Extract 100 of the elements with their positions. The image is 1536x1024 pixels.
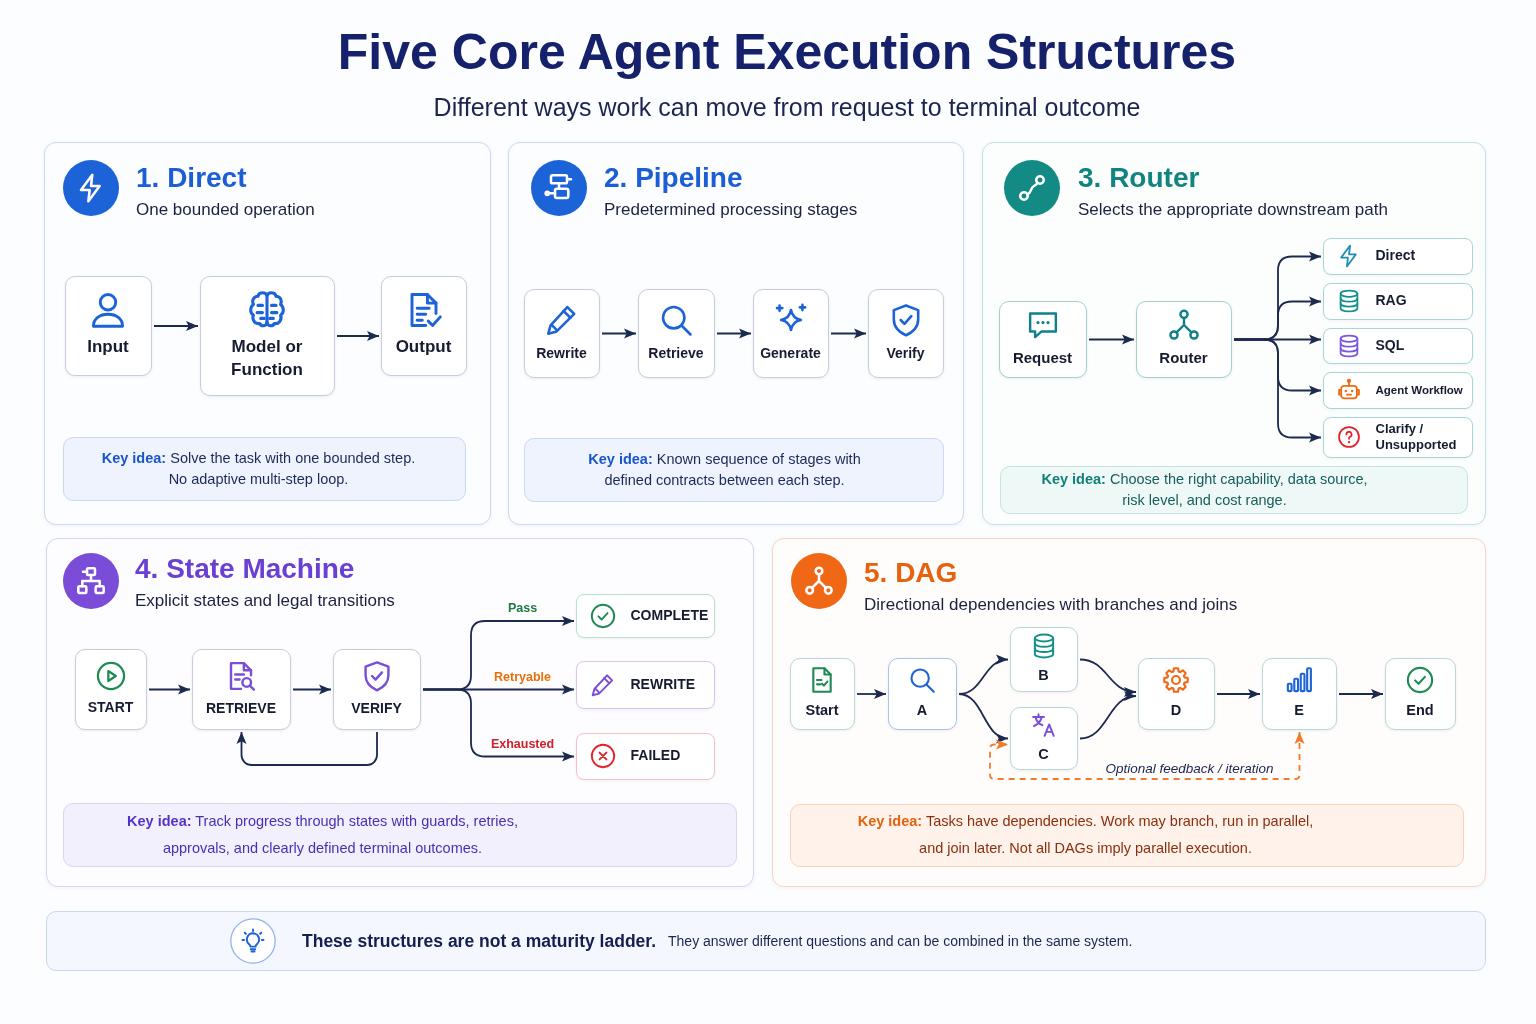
- state-box: [74, 648, 147, 730]
- arrow: [830, 328, 867, 339]
- task-box: [1384, 657, 1456, 730]
- arrow: [1338, 688, 1384, 700]
- process-box: [64, 275, 152, 376]
- panel-title: 5. DAG: [864, 557, 958, 589]
- node-label: Model or Function: [230, 336, 304, 381]
- task-box: [1009, 706, 1078, 770]
- node-label: Generate: [760, 343, 821, 363]
- node-label: Direct: [1375, 247, 1416, 265]
- panel-card: [508, 142, 964, 525]
- node-label: D: [1170, 701, 1182, 720]
- node-label: FAILED: [630, 747, 681, 765]
- node-label: Request: [1012, 348, 1073, 368]
- node-label: Start: [805, 701, 839, 720]
- panel-title: 1. Direct: [136, 162, 247, 194]
- key-idea-box: [523, 437, 944, 502]
- arrow: [336, 330, 380, 342]
- dashed-arrow: [989, 731, 1305, 780]
- arrow: [716, 328, 752, 339]
- arrow: [1216, 688, 1261, 700]
- node-label: COMPLETE: [630, 606, 709, 625]
- page-title: Five Core Agent Execution Structures: [337, 23, 1237, 82]
- node-label: Agent Workflow: [1375, 382, 1463, 398]
- state-box: [575, 593, 715, 638]
- node-label: Clarify / Unsupported: [1375, 420, 1458, 454]
- note-banner: [46, 911, 1486, 971]
- process-box: [380, 275, 467, 376]
- panel-card: [772, 538, 1486, 887]
- node-label: REWRITE: [630, 675, 696, 694]
- process-box: [752, 288, 829, 378]
- process-box: [199, 275, 335, 396]
- task-box: [1261, 657, 1337, 730]
- route-option-box: [1322, 371, 1473, 409]
- node-label: Input: [87, 336, 129, 359]
- node-label: Router: [1159, 348, 1208, 368]
- key-idea-box: [62, 802, 737, 867]
- task-box: [887, 657, 957, 730]
- panel-card: [44, 142, 491, 525]
- process-box: [998, 300, 1087, 378]
- task-box: [1009, 626, 1078, 692]
- process-box: [523, 288, 600, 378]
- arrow: [148, 684, 191, 695]
- node-label: RETRIEVE: [206, 698, 276, 718]
- arrow: [1079, 692, 1137, 740]
- arrow: [1079, 658, 1137, 696]
- node-label: Verify: [886, 343, 925, 363]
- node-label: E: [1294, 701, 1304, 720]
- node-label: End: [1406, 701, 1434, 720]
- key-idea-box: [789, 803, 1464, 867]
- key-idea-text: Key idea: Choose the right capability, data source, risk level, and cost range.: [1040, 469, 1369, 510]
- arrow: [856, 688, 887, 700]
- panel-subtitle: One bounded operation: [136, 200, 315, 220]
- node-label: B: [1038, 665, 1049, 685]
- banner-text: They answer different questions and can be combined in the same system.: [668, 933, 1133, 949]
- arrow: [153, 320, 199, 332]
- page-subtitle: Different ways work can move from request to terminal outcome: [433, 93, 1141, 121]
- state-box: [575, 732, 715, 780]
- panel-subtitle: Predetermined processing stages: [604, 200, 858, 220]
- node-label: SQL: [1375, 336, 1405, 355]
- process-box: [637, 288, 715, 378]
- key-idea-text: Key idea: Track progress through states with guards, retries, approvals, and clearly defined terminal outcomes.: [126, 811, 519, 858]
- route-option-box: [1322, 237, 1473, 275]
- node-label: A: [916, 701, 928, 720]
- node-label: Retrieve: [648, 343, 704, 363]
- node-label: Rewrite: [536, 343, 587, 363]
- key-idea-box: [62, 436, 466, 501]
- arrow: [1088, 334, 1135, 345]
- arrow: [292, 684, 332, 695]
- state-box: [575, 660, 715, 709]
- node-label: C: [1038, 744, 1049, 764]
- arrow: [422, 688, 575, 762]
- route-option-box: [1322, 282, 1473, 320]
- process-box: [867, 288, 944, 378]
- edge-label: Retryable: [491, 669, 554, 684]
- key-idea-text: Key idea: Solve the task with one bounded step. No adaptive multi-step loop.: [100, 448, 417, 489]
- banner-heading: These structures are not a maturity ladder.: [302, 930, 656, 952]
- panel-subtitle: Explicit states and legal transitions: [135, 591, 395, 611]
- panel-subtitle: Directional dependencies with branches and joins: [864, 595, 1238, 615]
- arrow: [1233, 338, 1322, 443]
- state-box: [191, 648, 291, 730]
- route-option-box: [1322, 416, 1473, 458]
- node-label: START: [87, 697, 134, 717]
- node-label: VERIFY: [351, 698, 402, 718]
- panel-card: [46, 538, 754, 887]
- route-option-box: [1322, 327, 1473, 364]
- key-idea-box: [999, 465, 1468, 514]
- state-box: [332, 648, 421, 730]
- panel-title: 4. State Machine: [135, 553, 355, 585]
- panel-title: 2. Pipeline: [604, 162, 743, 194]
- panel-subtitle: Selects the appropriate downstream path: [1078, 200, 1388, 220]
- node-label: RAG: [1375, 292, 1407, 310]
- task-box: [1137, 657, 1215, 730]
- task-box: [789, 657, 855, 730]
- node-label: Output: [395, 336, 452, 359]
- key-idea-text: Key idea: Tasks have dependencies. Work may branch, run in parallel, and join later. Not all DAGs imply parallel execution.: [856, 812, 1315, 858]
- key-idea-text: Key idea: Known sequence of stages with defined contracts between each step.: [587, 449, 862, 490]
- arrow: [236, 731, 378, 766]
- panel-card: [982, 142, 1486, 525]
- arrow: [601, 328, 637, 339]
